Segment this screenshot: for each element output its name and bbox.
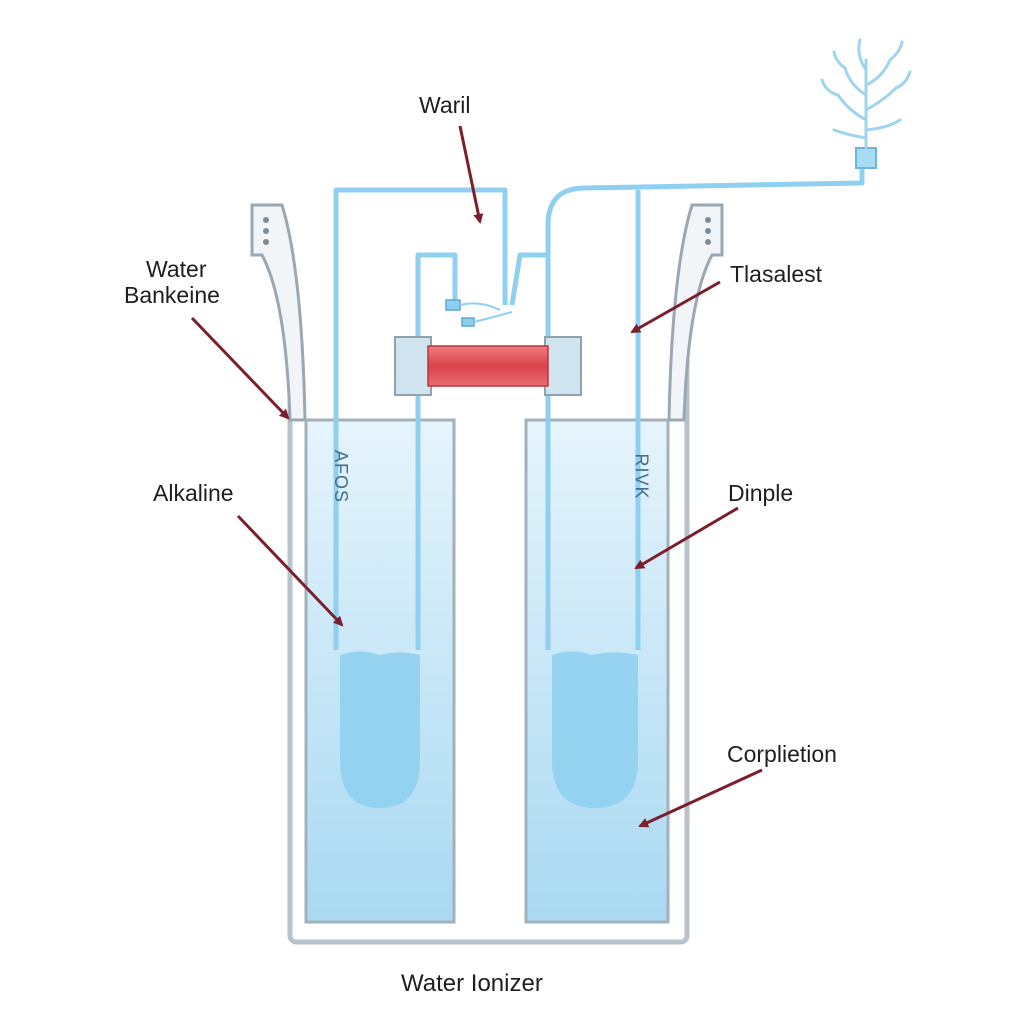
plant-icon [820, 38, 912, 150]
faucet-icon [855, 147, 877, 169]
label-alkaline: Alkaline [153, 480, 234, 506]
left-handle [250, 203, 307, 422]
arrow-tlasalest [630, 280, 721, 334]
pipes [333, 165, 865, 650]
left-tank [304, 418, 456, 924]
left-electrode-bulb [340, 651, 420, 808]
arrow-alkaline [236, 514, 344, 627]
annotation-arrows [190, 125, 763, 828]
arrow-dinple [634, 506, 739, 570]
right-electrode-bulb [552, 651, 638, 808]
grip-dots-icon [263, 217, 269, 245]
heater-element [394, 336, 582, 396]
label-dinple: Dinple [728, 480, 794, 506]
right-handle [667, 203, 724, 422]
arrow-top [458, 125, 484, 224]
arrow-water-bankeine [190, 316, 290, 420]
connector-valve [445, 299, 513, 327]
diagram-title: Water Ionizer [401, 970, 543, 997]
arrow-corplietion [638, 768, 763, 828]
label-top: Waril [419, 92, 471, 118]
label-water: Water [146, 256, 207, 282]
left-tank-text: AFOS [331, 449, 352, 504]
right-tank-text: RIVK [631, 453, 652, 500]
label-bankeine: Bankeine [124, 282, 220, 308]
label-corplietion: Corplietion [727, 741, 837, 767]
label-tlasalest: Tlasalest [730, 261, 823, 287]
grip-dots-icon [705, 217, 711, 245]
